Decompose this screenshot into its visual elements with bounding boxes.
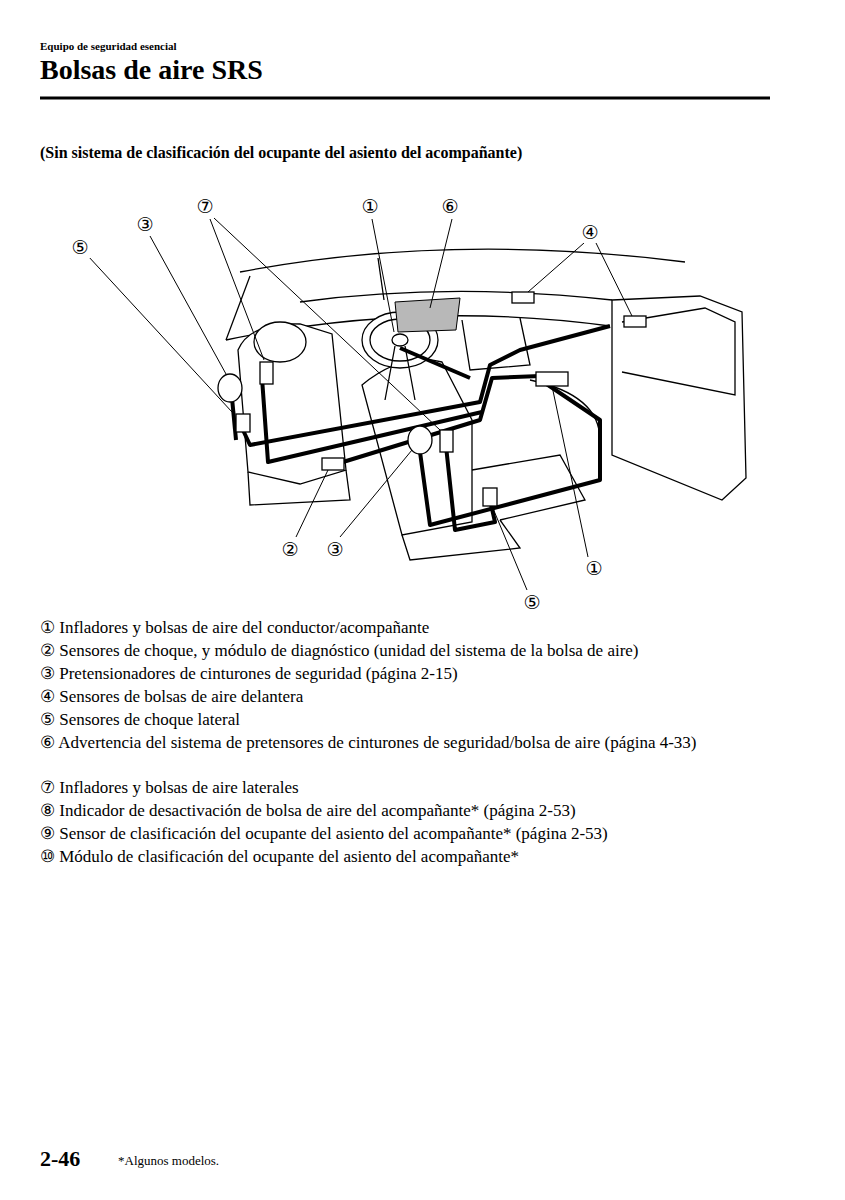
- callout-number: ⑤: [67, 236, 93, 258]
- footnote: *Algunos modelos.: [118, 1153, 219, 1169]
- callout-number: ②: [277, 538, 303, 560]
- legend-item: ⑥ Advertencia del sistema de pretensores…: [40, 732, 780, 754]
- callout-number: ⑤: [519, 591, 545, 613]
- page-number: 2-46: [40, 1146, 80, 1172]
- legend-item: ① Infladores y bolsas de aire del conduc…: [40, 617, 780, 639]
- callout-number: ①: [581, 557, 607, 579]
- legend-item: ③ Pretensionadores de cinturones de segu…: [40, 663, 780, 685]
- subtitle: (Sin sistema de clasificación del ocupan…: [40, 144, 522, 162]
- callout-number: ①: [357, 195, 383, 217]
- section-header: Equipo de seguridad esencial: [40, 40, 177, 52]
- page-title: Bolsas de aire SRS: [40, 54, 263, 86]
- legend-item: ⑦ Infladores y bolsas de aire laterales: [40, 777, 780, 799]
- legend-item: ② Sensores de choque, y módulo de diagnó…: [40, 640, 780, 662]
- callout-number: ③: [132, 213, 158, 235]
- callout-number: ⑦: [192, 195, 218, 217]
- callout-number: ⑥: [437, 195, 463, 217]
- legend-item: ⑧ Indicador de desactivación de bolsa de…: [40, 800, 780, 822]
- legend-item: ④ Sensores de bolsas de aire delantera: [40, 686, 780, 708]
- callout-number: ③: [322, 538, 348, 560]
- legend-item: ⑤ Sensores de choque lateral: [40, 709, 780, 731]
- callout-number: ④: [577, 221, 603, 243]
- legend-item: ⑩ Módulo de clasificación del ocupante d…: [40, 846, 780, 868]
- legend-item: ⑨ Sensor de clasificación del ocupante d…: [40, 823, 780, 845]
